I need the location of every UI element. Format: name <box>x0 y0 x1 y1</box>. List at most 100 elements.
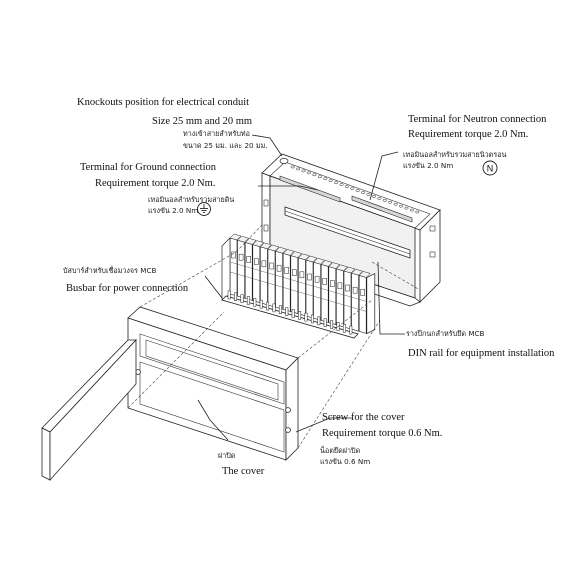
mcb-breaker <box>244 238 257 301</box>
neutron-th-1: เทอมินอลสำหรับรวมสายนิวตรอน <box>403 150 507 159</box>
top-knockout-hole <box>415 210 420 214</box>
top-knockout-hole <box>366 193 371 196</box>
mcb-breaker <box>290 251 303 314</box>
cover-screw <box>285 427 291 433</box>
busbar-title: Busbar for power connection <box>66 283 189 294</box>
callouts: Knockouts position for electrical condui… <box>63 97 555 477</box>
busbar-tooth <box>317 316 321 326</box>
neutral-terminal-bar <box>351 195 413 223</box>
mcb-breaker <box>358 271 371 334</box>
cover-title: The cover <box>222 466 265 477</box>
top-knockout-hole <box>398 204 404 208</box>
busbar-tooth <box>240 294 244 303</box>
top-knockout-hole <box>409 208 414 212</box>
din-rail <box>284 206 411 259</box>
top-knockout-hole <box>339 183 344 186</box>
enclosure-box <box>261 153 441 307</box>
top-knockout-hole <box>371 195 377 198</box>
knockouts-th-1: ทางเข้าสายสำหรับท่อ <box>183 129 250 138</box>
busbar <box>221 290 359 339</box>
top-knockout-hole <box>317 175 322 179</box>
busbar-tooth <box>285 307 289 316</box>
knockouts-th-2: ขนาด 25 มม. และ 20 มม. <box>183 141 268 150</box>
top-knockout-hole <box>323 177 328 181</box>
mcb-breaker <box>252 240 265 303</box>
top-knockout-hole <box>328 179 333 183</box>
top-knockout-hole <box>306 171 312 175</box>
neutron-torque: Requirement torque 2.0 Nm. <box>408 129 528 140</box>
neutron-title: Terminal for Neutron connection <box>408 114 547 125</box>
front-cover <box>41 306 299 482</box>
ground-title: Terminal for Ground connection <box>80 162 217 173</box>
mcb-breaker <box>267 244 280 308</box>
top-knockout-hole <box>393 202 398 206</box>
busbar-tooth <box>330 320 334 329</box>
mcb-breaker <box>335 264 348 328</box>
leader-lines <box>197 134 405 441</box>
top-knockout-hole <box>404 206 409 210</box>
screw-torque: Requirement torque 0.6 Nm. <box>322 428 442 439</box>
busbar-tooth <box>323 318 327 327</box>
top-knockout-hole <box>296 167 301 171</box>
ground-th-2: แรงขัน 2.0 Nm <box>148 206 198 215</box>
top-knockout-hole <box>388 200 393 204</box>
busbar-tooth <box>298 311 302 320</box>
mcb-breaker <box>328 262 341 325</box>
top-knockout-hole <box>312 173 317 177</box>
ground-th-1: เทอมินอลสำหรับรวมสายดิน <box>148 195 234 204</box>
busbar-tooth <box>272 303 276 313</box>
top-knockout-hole <box>361 191 366 194</box>
top-knockout-hole <box>301 169 306 173</box>
mcb-breaker <box>313 257 326 321</box>
busbar-th: บัสบาร์สำหรับเชื่อมวงจร MCB <box>63 266 157 275</box>
dinrail-th: รางปีกนกสำหรับยึด MCB <box>406 329 485 338</box>
top-knockout-hole <box>333 181 339 184</box>
mcb-breaker <box>237 235 250 299</box>
top-knockout-hole <box>344 185 349 188</box>
busbar-tooth <box>259 299 263 309</box>
knockouts-size: Size 25 mm and 20 mm <box>152 116 252 127</box>
busbar-tooth <box>227 290 231 300</box>
cover-th: ฝาปิด <box>218 451 236 460</box>
side-knockout <box>429 251 436 258</box>
busbar-tooth <box>342 323 346 333</box>
top-knockout-hole <box>377 196 382 200</box>
busbar-tooth <box>291 309 295 318</box>
screw-th-2: แรงขัน 0.6 Nm <box>320 457 370 466</box>
mcb-breaker <box>297 253 310 317</box>
mcb-breaker <box>320 260 333 323</box>
top-knockout-hole <box>382 198 387 202</box>
busbar-tooth <box>234 292 238 302</box>
busbar-tooth <box>253 298 257 307</box>
mcb-breaker <box>275 246 288 310</box>
busbar-tooth <box>246 296 250 305</box>
cover-screw <box>285 407 291 413</box>
end-clip-right <box>366 273 376 335</box>
top-knockout-hole <box>355 189 360 192</box>
busbar-tooth <box>349 325 353 335</box>
neutral-symbol-letter: N <box>487 164 494 174</box>
side-knockout <box>429 225 436 232</box>
top-knockouts <box>279 158 420 214</box>
top-knockout-hole <box>290 165 295 169</box>
screw-title: Screw for the cover <box>322 412 405 423</box>
mcb-breaker <box>305 255 318 319</box>
ground-torque: Requirement torque 2.0 Nm. <box>95 178 215 189</box>
dinrail-title: DIN rail for equipment installation <box>408 348 555 359</box>
screw-th-1: น็อตยึดฝาปิด <box>320 445 361 455</box>
large-knockout <box>279 158 289 164</box>
assembly-guides <box>127 224 421 449</box>
mcb-breaker <box>343 266 356 330</box>
neutron-th-2: แรงขัน 2.0 Nm <box>403 161 453 170</box>
knockouts-title: Knockouts position for electrical condui… <box>77 97 249 108</box>
ground-symbol-icon <box>197 202 211 216</box>
ground-terminal-bar <box>279 175 341 203</box>
neutral-symbol-icon <box>482 160 498 176</box>
top-knockout-hole <box>350 187 355 190</box>
busbar-tooth <box>266 301 270 311</box>
busbar-tooth <box>310 314 314 324</box>
busbar-tooth <box>304 312 308 322</box>
mcb-breaker <box>351 268 364 332</box>
busbar-tooth <box>278 305 282 314</box>
